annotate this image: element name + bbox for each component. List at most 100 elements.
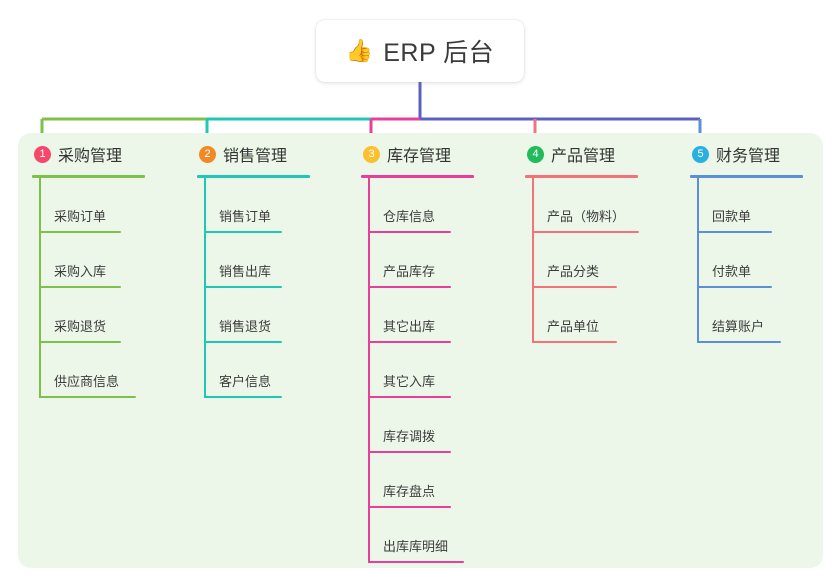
- list-item[interactable]: 客户信息: [204, 343, 310, 398]
- list-item[interactable]: 供应商信息: [39, 343, 145, 398]
- list-item[interactable]: 产品单位: [532, 288, 639, 343]
- column-items-4: 产品（物料） 产品分类产品单位: [532, 178, 639, 343]
- list-item[interactable]: 库存调拨: [368, 398, 474, 453]
- column-rule-5: [690, 175, 803, 178]
- list-item[interactable]: 仓库信息: [368, 178, 474, 233]
- list-item-rule: [697, 286, 772, 288]
- column-3: 3 库存管理仓库信息产品库存其它出库其它入库库存调拨库存盘点出库库明细: [347, 133, 474, 563]
- list-item-label: 回款单: [712, 209, 752, 224]
- column-spine-4: [532, 178, 534, 343]
- list-item[interactable]: 产品库存: [368, 233, 474, 288]
- list-item-rule: [39, 341, 121, 343]
- list-item-rule: [204, 286, 282, 288]
- list-item-label: 采购订单: [54, 209, 107, 224]
- list-item-rule: [39, 231, 121, 233]
- column-items-1: 采购订单采购入库采购退货供应商信息: [39, 178, 145, 398]
- list-item-label: 客户信息: [219, 374, 272, 389]
- column-badge-4: 4: [527, 145, 544, 163]
- list-item-rule: [697, 231, 772, 233]
- column-header-2[interactable]: 2 销售管理: [183, 133, 310, 175]
- list-item[interactable]: 采购入库: [39, 233, 145, 288]
- list-item[interactable]: 采购退货: [39, 288, 145, 343]
- list-item-label: 其它出库: [383, 319, 436, 334]
- list-item[interactable]: 结算账户: [697, 288, 803, 343]
- list-item[interactable]: 库存盘点: [368, 453, 474, 508]
- column-title-2: 销售管理: [223, 148, 288, 165]
- list-item-label: 采购入库: [54, 264, 107, 279]
- list-item-rule: [39, 396, 136, 398]
- list-item-rule: [532, 286, 617, 288]
- list-item-rule: [368, 396, 451, 398]
- column-badge-2: 2: [199, 145, 216, 163]
- list-item[interactable]: 销售出库: [204, 233, 310, 288]
- list-item-rule: [368, 231, 451, 233]
- list-item-rule: [368, 506, 451, 508]
- list-item-label: 产品分类: [547, 264, 600, 279]
- list-item-rule: [697, 341, 781, 343]
- column-items-2: 销售订单销售出库销售退货客户信息: [204, 178, 310, 398]
- list-item[interactable]: 销售退货: [204, 288, 310, 343]
- list-item-rule: [368, 451, 451, 453]
- column-spine-2: [204, 178, 206, 398]
- page-title: ERP 后台: [383, 39, 495, 67]
- column-title-5: 财务管理: [716, 148, 781, 165]
- thumbs-up-icon: 👍: [345, 38, 374, 63]
- column-badge-1: 1: [34, 145, 51, 163]
- list-item-label: 库存盘点: [383, 484, 436, 499]
- column-header-3[interactable]: 3 库存管理: [347, 133, 474, 175]
- list-item-rule: [39, 286, 121, 288]
- diagram-panel: [18, 133, 823, 568]
- list-item-rule: [204, 231, 282, 233]
- list-item-rule: [204, 396, 282, 398]
- column-spine-1: [39, 178, 41, 398]
- columns-container: 1 采购管理采购订单采购入库采购退货供应商信息 2 销售管理销售订单销售出库销售退货客…: [18, 133, 823, 568]
- column-title-3: 库存管理: [387, 148, 452, 165]
- list-item-label: 销售订单: [219, 209, 272, 224]
- list-item-label: 销售出库: [219, 264, 272, 279]
- list-item-label: 仓库信息: [383, 209, 436, 224]
- list-item-label: 产品（物料）: [547, 209, 626, 224]
- list-item-label: 供应商信息: [54, 374, 120, 389]
- list-item[interactable]: 采购订单: [39, 178, 145, 233]
- list-item-label: 采购退货: [54, 319, 107, 334]
- list-item-label: 产品库存: [383, 264, 436, 279]
- column-5: 5 财务管理回款单付款单结算账户: [676, 133, 803, 343]
- list-item-rule: [368, 561, 464, 563]
- list-item[interactable]: 产品（物料）: [532, 178, 639, 233]
- list-item-label: 库存调拨: [383, 429, 436, 444]
- list-item-rule: [204, 341, 282, 343]
- column-title-1: 采购管理: [58, 148, 123, 165]
- column-rule-2: [197, 175, 310, 178]
- column-badge-3: 3: [363, 145, 380, 163]
- column-items-5: 回款单付款单结算账户: [697, 178, 803, 343]
- column-rule-4: [525, 175, 638, 178]
- list-item[interactable]: 其它入库: [368, 343, 474, 398]
- column-spine-5: [697, 178, 699, 343]
- column-spine-3: [368, 178, 370, 563]
- root-node-card[interactable]: 👍 ERP 后台: [316, 20, 524, 82]
- column-header-4[interactable]: 4 产品管理: [511, 133, 639, 175]
- list-item-label: 出库库明细: [383, 539, 449, 554]
- column-title-4: 产品管理: [551, 148, 616, 165]
- column-1: 1 采购管理采购订单采购入库采购退货供应商信息: [18, 133, 145, 398]
- list-item[interactable]: 其它出库: [368, 288, 474, 343]
- column-2: 2 销售管理销售订单销售出库销售退货客户信息: [183, 133, 310, 398]
- list-item[interactable]: 出库库明细: [368, 508, 474, 563]
- list-item-label: 其它入库: [383, 374, 436, 389]
- list-item[interactable]: 产品分类: [532, 233, 639, 288]
- list-item[interactable]: 销售订单: [204, 178, 310, 233]
- column-header-1[interactable]: 1 采购管理: [18, 133, 145, 175]
- column-badge-5: 5: [692, 145, 709, 163]
- list-item-label: 付款单: [712, 264, 752, 279]
- column-4: 4 产品管理产品（物料） 产品分类产品单位: [511, 133, 639, 343]
- list-item-label: 结算账户: [712, 319, 765, 334]
- column-rule-3: [361, 175, 474, 178]
- list-item-label: 销售退货: [219, 319, 272, 334]
- column-rule-1: [32, 175, 145, 178]
- list-item[interactable]: 回款单: [697, 178, 803, 233]
- column-items-3: 仓库信息产品库存其它出库其它入库库存调拨库存盘点出库库明细: [368, 178, 474, 563]
- column-header-5[interactable]: 5 财务管理: [676, 133, 803, 175]
- list-item-rule: [532, 341, 617, 343]
- list-item[interactable]: 付款单: [697, 233, 803, 288]
- list-item-label: 产品单位: [547, 319, 600, 334]
